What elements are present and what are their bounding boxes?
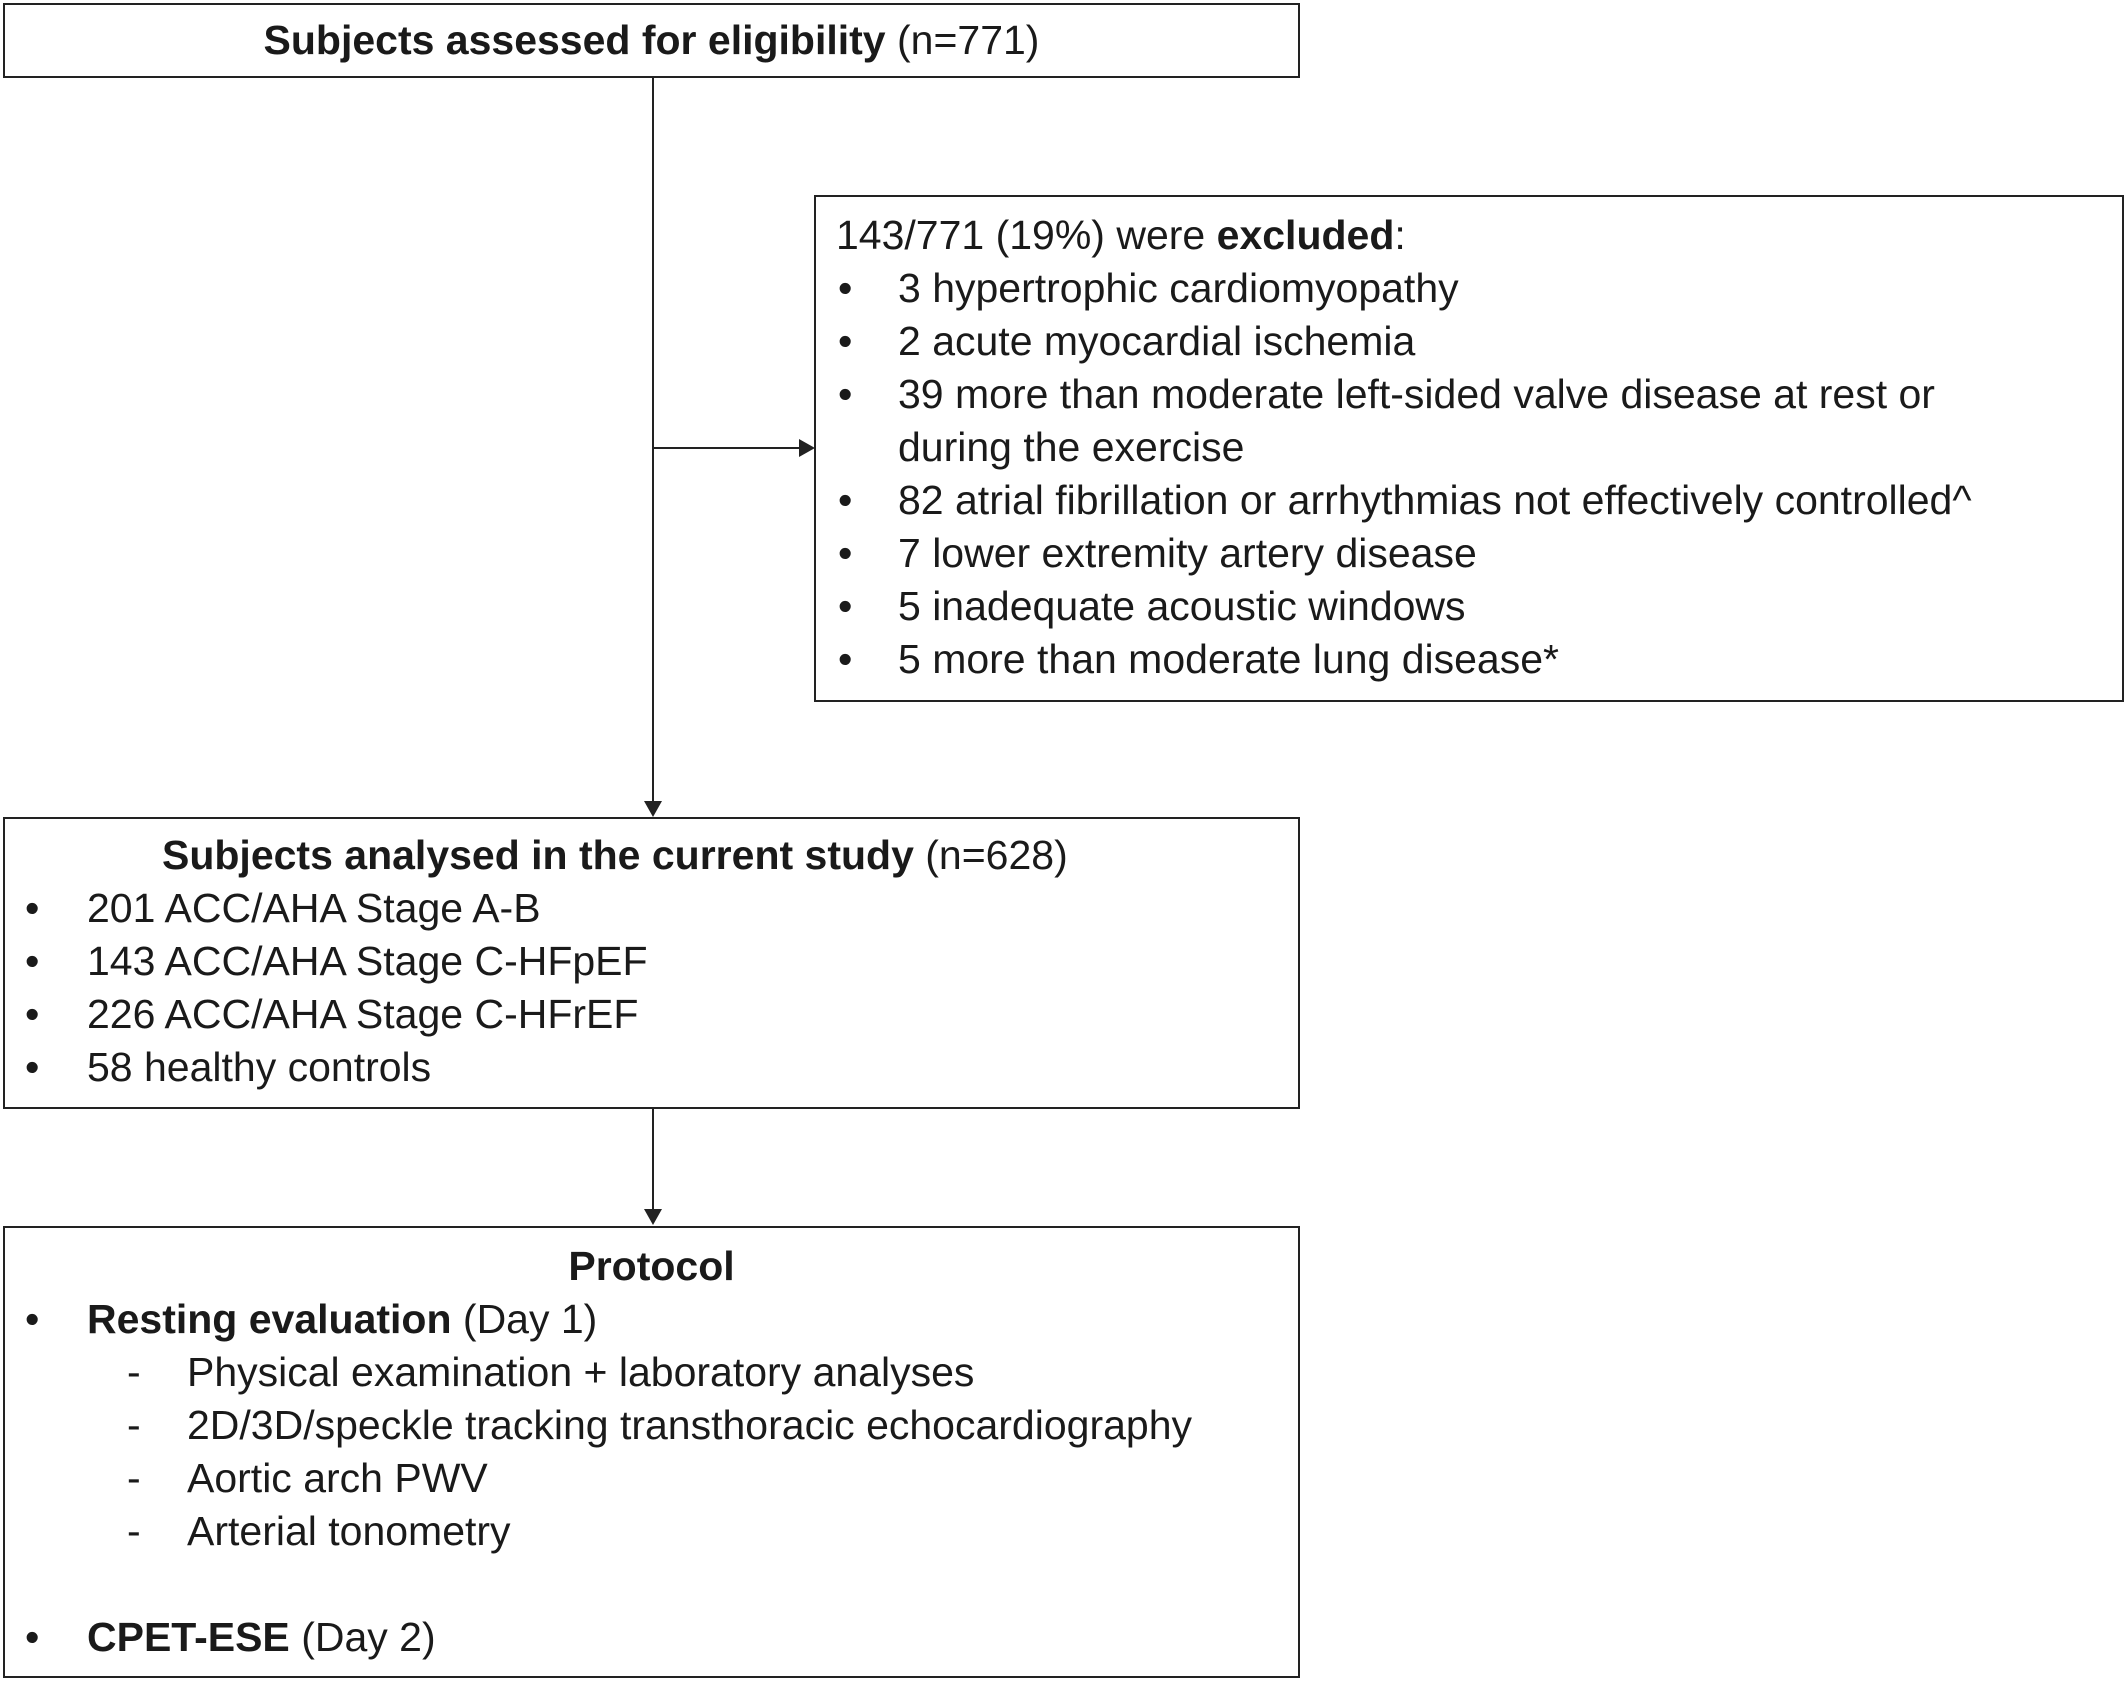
resting-heading: Resting evaluation (Day 1) (87, 1293, 597, 1346)
arrow-down-2 (644, 1209, 662, 1225)
excluded-item: 7 lower extremity artery disease (898, 530, 1477, 576)
excluded-box: 143/771 (19%) were excluded: • 3 hypertr… (814, 195, 2124, 702)
excluded-suffix: : (1394, 212, 1406, 258)
excluded-item: 3 hypertrophic cardiomyopathy (898, 265, 1459, 311)
bullet: • (25, 1044, 40, 1090)
resting-item: 2D/3D/speckle tracking transthoracic ech… (187, 1402, 1193, 1448)
bullet: • (838, 265, 853, 311)
bullet: • (838, 636, 853, 682)
eligibility-count: (n=771) (897, 17, 1040, 63)
dash: - (127, 1349, 141, 1395)
excluded-heading: 143/771 (19%) were excluded: (836, 209, 1406, 262)
bullet: • (838, 371, 853, 417)
excluded-item: 2 acute myocardial ischemia (898, 318, 1416, 364)
eligibility-box: Subjects assessed for eligibility (n=771… (3, 3, 1300, 78)
cpet-heading: CPET-ESE (Day 2) (87, 1611, 436, 1664)
excluded-bold: excluded (1216, 212, 1395, 258)
analysed-item: 58 healthy controls (87, 1044, 432, 1090)
connector-vertical-1 (652, 78, 654, 813)
excluded-item: 5 more than moderate lung disease* (898, 636, 1559, 682)
dash: - (127, 1402, 141, 1448)
analysed-item: 201 ACC/AHA Stage A-B (87, 885, 541, 931)
connector-vertical-2 (652, 1109, 654, 1221)
analysed-box: Subjects analysed in the current study (… (3, 817, 1300, 1109)
arrow-down-1 (644, 801, 662, 817)
cpet-label: CPET-ESE (87, 1614, 290, 1660)
resting-label: Resting evaluation (87, 1296, 452, 1342)
resting-item: Physical examination + laboratory analys… (187, 1349, 975, 1395)
analysed-item: 143 ACC/AHA Stage C-HFpEF (87, 938, 648, 984)
resting-day: (Day 1) (462, 1296, 598, 1342)
dash: - (127, 1508, 141, 1554)
cpet-day: (Day 2) (301, 1614, 436, 1660)
bullet: • (25, 1296, 40, 1342)
analysed-label: Subjects analysed in the current study (162, 832, 914, 878)
bullet: • (25, 885, 40, 931)
bullet: • (838, 530, 853, 576)
analysed-heading: Subjects analysed in the current study (… (162, 829, 1068, 882)
excluded-item: 82 atrial fibrillation or arrhythmias no… (898, 477, 1972, 523)
protocol-title-text: Protocol (568, 1243, 735, 1289)
bullet: • (25, 1614, 40, 1660)
connector-horizontal-excluded (653, 447, 803, 449)
bullet: • (25, 991, 40, 1037)
eligibility-label: Subjects assessed for eligibility (263, 17, 886, 63)
eligibility-text: Subjects assessed for eligibility (n=771… (5, 14, 1298, 67)
analysed-count: (n=628) (925, 832, 1068, 878)
resting-item: Arterial tonometry (187, 1508, 511, 1554)
bullet: • (838, 583, 853, 629)
excluded-intro: 143/771 (19%) were (836, 212, 1206, 258)
resting-item: Aortic arch PWV (187, 1455, 488, 1501)
dash: - (127, 1455, 141, 1501)
excluded-item-continuation: during the exercise (898, 424, 1245, 470)
excluded-item: 39 more than moderate left-sided valve d… (898, 371, 1935, 417)
protocol-box: Protocol • Resting evaluation (Day 1) - … (3, 1226, 1300, 1678)
bullet: • (25, 938, 40, 984)
bullet: • (838, 477, 853, 523)
protocol-title: Protocol (5, 1240, 1298, 1293)
bullet: • (838, 318, 853, 364)
excluded-item: 5 inadequate acoustic windows (898, 583, 1466, 629)
arrow-right-excluded (799, 439, 815, 457)
analysed-item: 226 ACC/AHA Stage C-HFrEF (87, 991, 639, 1037)
